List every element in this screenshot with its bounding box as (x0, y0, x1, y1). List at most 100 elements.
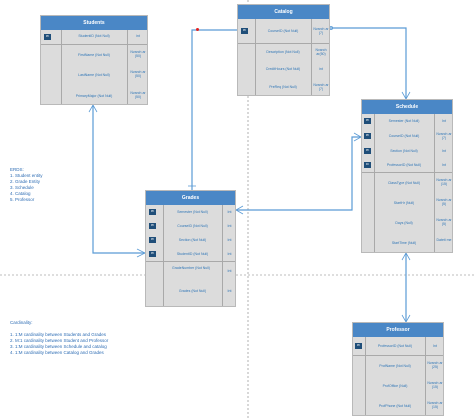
column-divider (365, 337, 366, 415)
field-row[interactable]: FK ProfessorID (Not Null) Int (362, 158, 452, 172)
field-row[interactable]: Grades (Not Null) Int (146, 281, 235, 301)
column-divider (255, 19, 256, 95)
field-row[interactable]: PK Section (Not Null) Int (146, 233, 235, 247)
field-name: ProfName (Not Null) (379, 364, 411, 368)
field-type: Int (227, 224, 232, 228)
column-divider (374, 114, 375, 252)
primary-key-badge: PK (44, 34, 51, 40)
field-type: Nvarch ar (25) (427, 361, 443, 369)
field-name: Grades (Not Null) (178, 289, 207, 293)
entity-fields: PK Semester (Not Null) Int PK CourseID (… (146, 205, 235, 306)
field-row[interactable]: PrimaryMajor (Not Null) Nvarch ar (50) (41, 84, 147, 106)
field-name: StartHr (Null) (393, 201, 415, 205)
primary-key-badge: PK (355, 343, 362, 349)
field-name: Semester (Not Null) (177, 210, 208, 214)
key-separator (146, 261, 235, 262)
entity-title: Grades (146, 191, 235, 205)
column-divider (127, 30, 128, 104)
erd-list-item: 4. Catalog (10, 191, 31, 197)
field-row[interactable]: PK CourseID (Not Null) Int (146, 219, 235, 233)
field-type: Nvarch ar (15) (427, 401, 443, 409)
field-row[interactable]: StartTime (Null) Dateti me (362, 232, 452, 254)
field-name: CourseID (Not Null) (388, 134, 420, 138)
field-type: Nvarch ar (5) (436, 218, 452, 226)
erd-list-heading: ERDS: (10, 167, 24, 172)
red-dot-marker (196, 28, 199, 31)
field-type: Nvarch ar (50) (130, 91, 146, 99)
field-row[interactable]: Days (Null) Nvarch ar (5) (362, 212, 452, 232)
field-row[interactable]: PK CourseID (Not Null) Nvarch ar (7) (362, 128, 452, 144)
field-row[interactable]: ProfPhone (Not Null) Nvarch ar (15) (353, 395, 443, 415)
entity-fields: PK Semester (Not Null) Int PK CourseID (… (362, 114, 452, 252)
entity-students[interactable]: Students PK StudentID (Not Null) int Fir… (40, 15, 148, 105)
erd-list-item: 3. Schedule (10, 185, 34, 191)
primary-key-badge: PK (364, 118, 371, 124)
field-row[interactable]: FirstName (Not Null) Nvarch ar (50) (41, 44, 147, 64)
field-row[interactable]: PreReq (Not Null) Nvarch ar (7) (238, 77, 329, 97)
field-type: Int (433, 344, 437, 348)
field-type: Int (227, 269, 232, 273)
field-row[interactable]: PK CourseID (Not Null) Nvarch ar (7) (238, 19, 329, 43)
field-type: Int (227, 252, 232, 256)
primary-key-badge: PK (241, 28, 248, 34)
field-type: Nvarch ar(50) (315, 48, 327, 56)
field-name: ProfOffice (Null) (382, 384, 408, 388)
field-name: CourseID (Not Null) (267, 29, 299, 33)
field-name: Section (Not Null) (390, 149, 418, 153)
column-divider (222, 205, 223, 306)
field-row[interactable]: Description (Not Null) Nvarch ar(50) (238, 43, 329, 60)
key-separator (353, 355, 443, 356)
field-type: Dateti me (436, 238, 452, 242)
field-row[interactable]: PK Semester (Not Null) Int (146, 205, 235, 219)
entity-catalog[interactable]: Catalog PK CourseID (Not Null) Nvarch ar… (237, 4, 330, 96)
column-divider (434, 114, 435, 252)
field-row[interactable]: StartHr (Null) Nvarch ar (5) (362, 192, 452, 212)
cardinality-list: Cardinality: 1. 1:M cardinality between … (10, 320, 108, 357)
field-name: ProfPhone (Not Null) (378, 404, 412, 408)
field-name: Description (Not Null) (266, 50, 300, 54)
entity-title: Catalog (238, 5, 329, 19)
entity-grades[interactable]: Grades PK Semester (Not Null) Int PK Cou… (145, 190, 236, 307)
crowfoot-grades-right (235, 205, 244, 215)
field-row[interactable]: CreditHours (Not Null) int (238, 60, 329, 77)
field-name: PrimaryMajor (Not Null) (75, 94, 113, 98)
field-row[interactable]: LastName (Not Null) Nvarch ar (50) (41, 64, 147, 84)
field-row[interactable]: PK Section (Not Null) Int (362, 144, 452, 158)
field-type: Nvarch ar (5) (436, 198, 452, 206)
field-name: Days (Null) (395, 221, 413, 225)
primary-key-badge: PK (364, 133, 371, 139)
field-type: Int (227, 210, 232, 214)
primary-key-badge: PK (149, 251, 156, 257)
field-row[interactable]: ProfName (Not Null) Nvarch ar (25) (353, 355, 443, 375)
field-name: StudentID (Not Null) (78, 34, 110, 38)
field-row[interactable]: PK StudentID (Not Null) Int (146, 247, 235, 261)
erd-list-item: 2. Grade Entity (10, 179, 41, 185)
erd-list-item: 5. Professor (10, 197, 35, 203)
field-row[interactable]: ProfOffice (Null) Nvarch ar (15) (353, 375, 443, 395)
field-row[interactable]: ClassType (Not Null) Nvarch ar (15) (362, 172, 452, 192)
field-type: Int (442, 119, 446, 123)
field-name: FirstName (Not Null) (78, 53, 110, 57)
primary-key-badge: PK (149, 237, 156, 243)
field-row[interactable]: PK Semester (Not Null) Int (362, 114, 452, 128)
field-type: Int (442, 163, 446, 167)
field-row[interactable]: PK ProfessorID (Not Null) Int (353, 337, 443, 355)
key-separator (362, 172, 452, 173)
primary-key-badge: PK (149, 209, 156, 215)
key-separator (41, 44, 147, 45)
field-name: StartTime (Null) (391, 241, 417, 245)
field-row[interactable]: PK StudentID (Not Null) int (41, 30, 147, 44)
field-name: ClassType (Not Null) (387, 181, 421, 185)
entity-professor[interactable]: Professor PK ProfessorID (Not Null) Int … (352, 322, 444, 416)
entity-fields: PK CourseID (Not Null) Nvarch ar (7) Des… (238, 19, 329, 95)
field-name: LastName (Not Null) (78, 73, 110, 77)
connector-grades-schedule (236, 136, 361, 211)
field-type: Nvarch ar (15) (427, 381, 443, 389)
field-name: CreditHours (Not Null) (265, 67, 301, 71)
column-divider (311, 19, 312, 95)
entity-schedule[interactable]: Schedule PK Semester (Not Null) Int PK C… (361, 99, 453, 253)
field-type: Nvarch ar (50) (130, 50, 146, 58)
field-row[interactable]: GradeNumber (Not Null) Int (146, 261, 235, 281)
